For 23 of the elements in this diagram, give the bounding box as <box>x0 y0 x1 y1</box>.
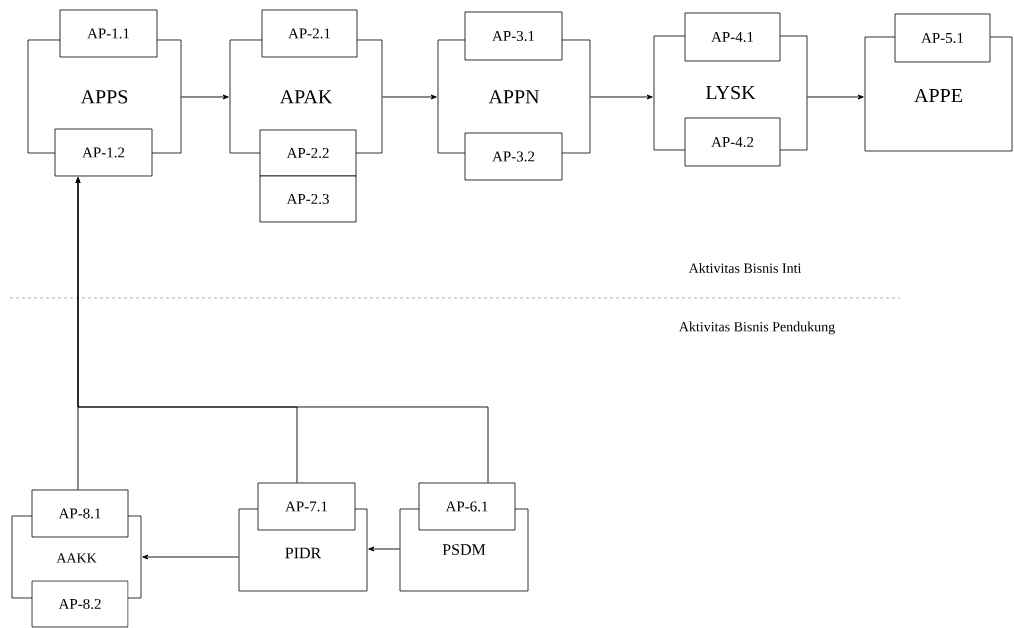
activity-box: AP-6.1 <box>418 482 516 531</box>
activity-box: AP-1.1 <box>59 9 158 58</box>
activity-box: AP-3.1 <box>464 11 563 61</box>
activity-box: AP-2.3 <box>259 175 357 223</box>
arrow <box>75 177 489 484</box>
arrow <box>142 554 240 560</box>
activity-box: AP-3.2 <box>464 132 563 181</box>
activity-box: AP-7.1 <box>257 482 356 531</box>
activity-box: AP-8.2 <box>31 580 129 628</box>
activity-box: AP-8.1 <box>31 489 129 538</box>
arrow <box>180 94 229 100</box>
section-label: Aktivitas Bisnis Inti <box>688 263 802 273</box>
arrow <box>368 546 401 552</box>
section-label: Aktivitas Bisnis Pendukung <box>678 321 835 335</box>
activity-box: AP-5.1 <box>894 13 991 63</box>
activity-box: AP-1.2 <box>54 128 153 177</box>
activity-box: AP-4.1 <box>684 12 781 62</box>
activity-box: AP-2.2 <box>259 129 357 177</box>
arrow <box>806 94 864 100</box>
activity-box: AP-4.2 <box>684 117 781 167</box>
arrow <box>381 94 437 100</box>
arrow <box>589 94 653 100</box>
activity-box: AP-2.1 <box>261 9 358 58</box>
